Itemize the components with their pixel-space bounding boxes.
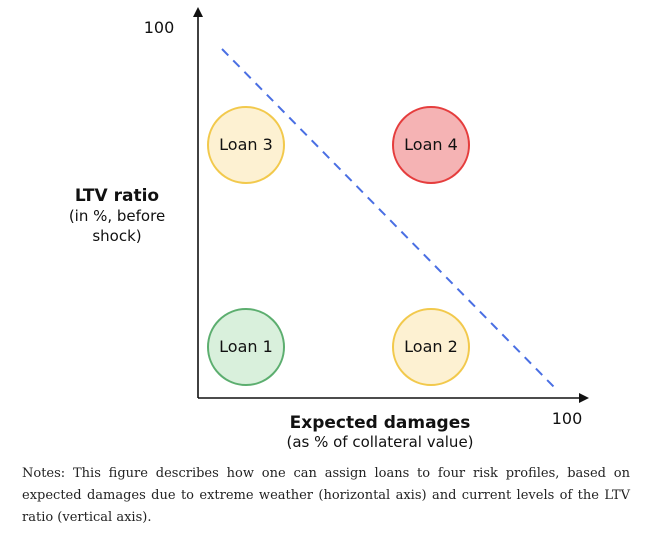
loan-1-circle [208,309,284,385]
loan-3-circle-outline [207,106,285,184]
x-axis-subtitle: (as % of collateral value) [286,433,473,451]
loan-2-label: Loan 2 [404,337,458,356]
y-axis-max-label: 100 [144,18,175,37]
loan-3-circle [208,107,284,183]
loan-1-node: Loan 1 [207,308,285,386]
y-axis-subtitle-line1: (in %, before [69,207,165,225]
loan-4-circle [393,107,469,183]
loan-4-label: Loan 4 [404,135,458,154]
x-axis-max-label: 100 [552,409,583,428]
figure-notes: Notes: This figure describes how one can… [22,466,630,525]
loan-4-node: Loan 4 [392,106,470,184]
loan-3-label: Loan 3 [219,135,273,154]
loan-2-circle-outline [392,308,470,386]
loan-3-node: Loan 3 [207,106,285,184]
y-axis-subtitle-line2: shock) [92,227,141,245]
loan-2-circle [393,309,469,385]
risk-profile-diagram: 100 100 LTV ratio (in %, before shock) E… [69,7,589,451]
loan-1-label: Loan 1 [219,337,273,356]
y-axis-title: LTV ratio [75,186,159,206]
loan-4-circle-outline [392,106,470,184]
loan-1-circle-outline [207,308,285,386]
x-axis-title: Expected damages [290,413,471,433]
loan-2-node: Loan 2 [392,308,470,386]
